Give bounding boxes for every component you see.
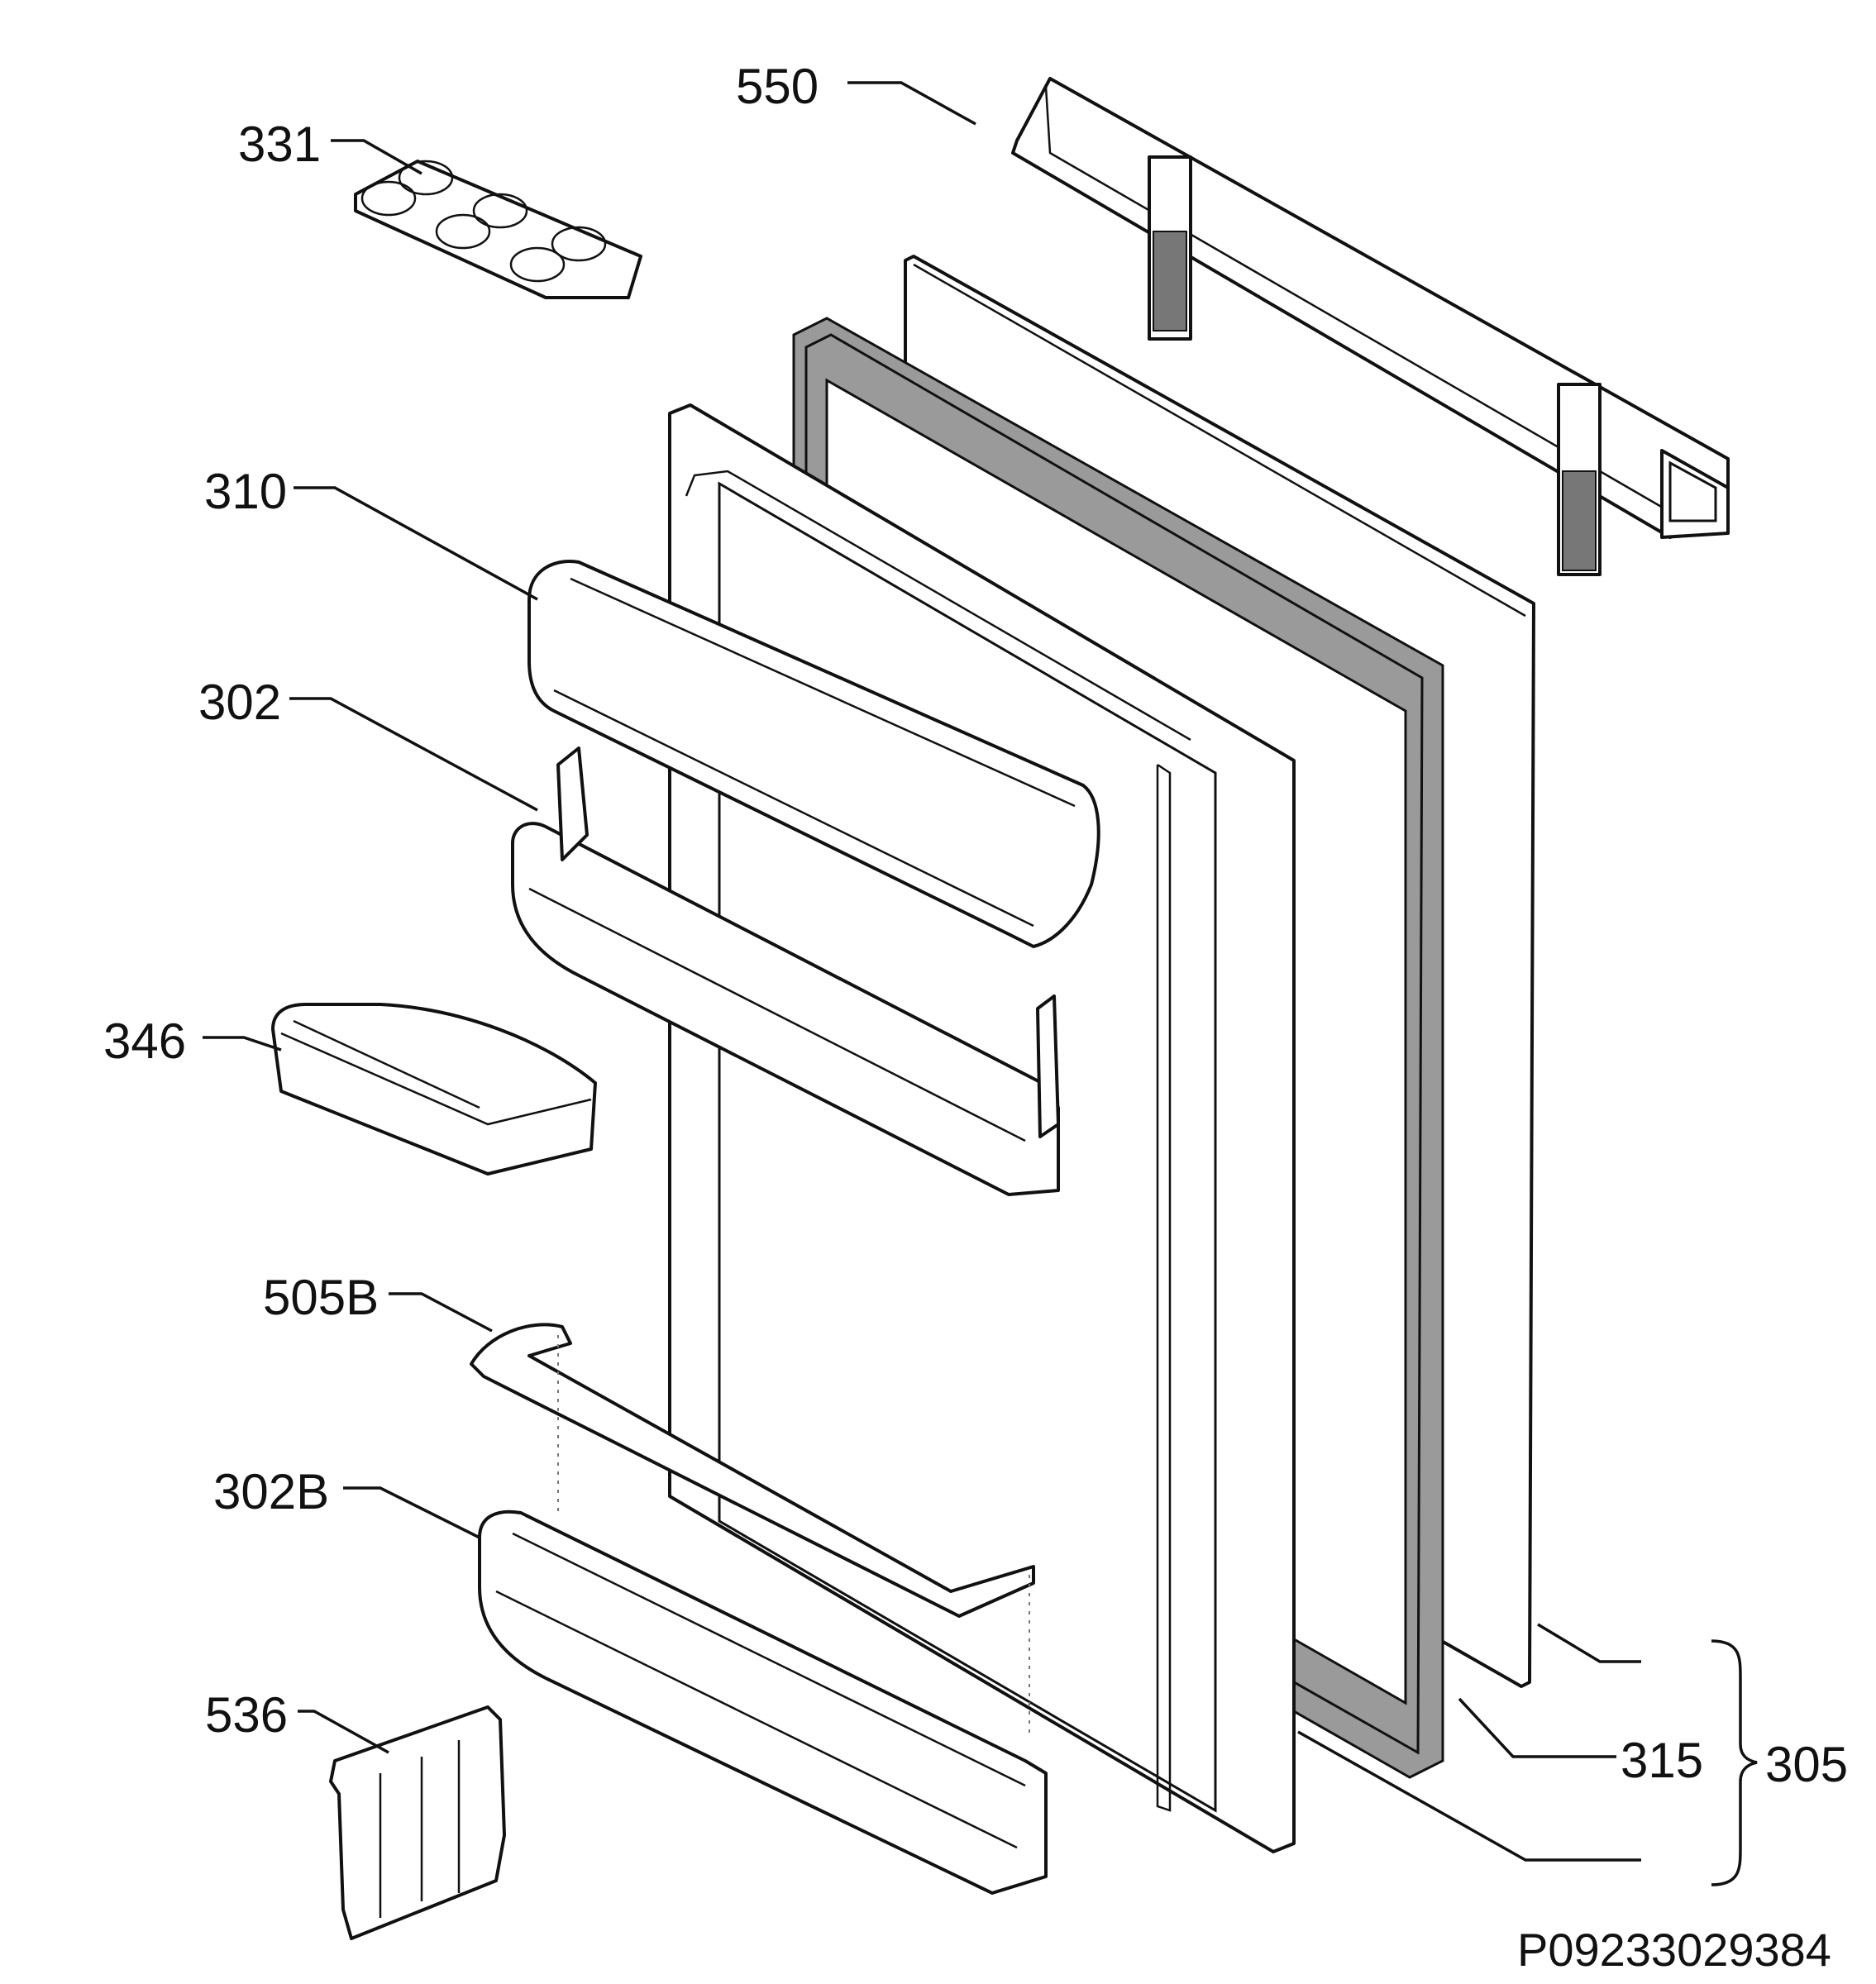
- label-505b: 505B: [263, 1270, 379, 1325]
- label-305: 305: [1765, 1737, 1848, 1792]
- label-302b: 302B: [213, 1464, 329, 1519]
- part-536-bottle-divider: [329, 1705, 506, 1940]
- part-302b-bottom-balcony: [478, 1509, 1048, 1895]
- part-310-upper-shelf: [527, 560, 1100, 948]
- label-310: 310: [204, 464, 287, 519]
- drawing-code: P09233029384: [1517, 1924, 1831, 1976]
- label-536: 536: [205, 1687, 288, 1743]
- part-302-door-balcony: [511, 746, 1060, 1196]
- part-505b-bottle-retainer: [470, 1323, 1035, 1736]
- leader-lines: [203, 81, 1758, 1886]
- part-550-hinge-rail: [1011, 77, 1730, 576]
- label-315: 315: [1621, 1733, 1703, 1788]
- part-346-butter-compartment: [271, 1003, 597, 1176]
- label-346: 346: [103, 1013, 186, 1069]
- label-550: 550: [736, 59, 819, 114]
- label-331: 331: [238, 117, 321, 172]
- label-302: 302: [198, 675, 281, 730]
- part-331-egg-tray: [354, 160, 642, 299]
